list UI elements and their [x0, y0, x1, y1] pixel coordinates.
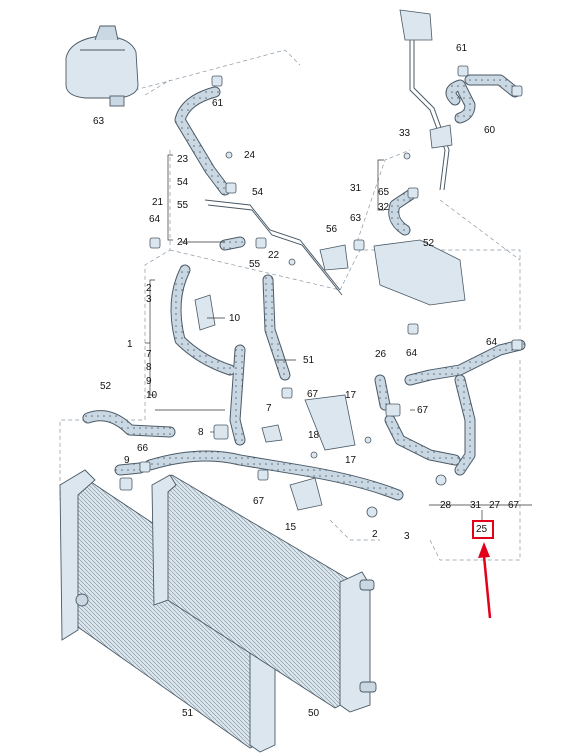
part-label: 61: [212, 98, 224, 109]
part-label: 63: [93, 116, 105, 127]
part-label: 65: [378, 187, 390, 198]
part-label: 15: [285, 522, 297, 533]
part-label: 51: [182, 708, 194, 719]
small-parts: [119, 9, 523, 518]
part-label: 52: [423, 238, 435, 249]
part-label: 3: [404, 531, 410, 542]
part-label: 55: [177, 200, 189, 211]
part-label: 27: [489, 500, 501, 511]
part-label: 24: [244, 150, 256, 161]
red-arrow: [478, 542, 492, 619]
highlight-box: [472, 520, 494, 539]
part-label: 64: [149, 214, 161, 225]
part-label: 7: [146, 349, 152, 360]
part-label: 2: [146, 283, 152, 294]
part-label: 64: [486, 337, 498, 348]
part-label: 60: [484, 125, 496, 136]
part-label: 33: [399, 128, 411, 139]
hoses: [82, 74, 526, 501]
part-label: 9: [124, 455, 130, 466]
part-label: 7: [266, 403, 272, 414]
leader-lines: [145, 154, 532, 520]
part-label: 22: [268, 250, 280, 261]
part-label: 56: [326, 224, 338, 235]
part-label: 31: [470, 500, 482, 511]
part-label: 24: [177, 237, 189, 248]
part-label: 54: [252, 187, 264, 198]
part-label: 67: [417, 405, 429, 416]
part-label: 2: [372, 529, 378, 540]
dashed-leaders: [59, 49, 521, 561]
part-label: 17: [345, 390, 357, 401]
part-label: 63: [350, 213, 362, 224]
part-label: 23: [177, 154, 189, 165]
part-label: 52: [100, 381, 112, 392]
part-label: 17: [345, 455, 357, 466]
expansion-tank-52: [65, 25, 139, 107]
part-label: 31: [350, 183, 362, 194]
part-label: 21: [152, 197, 164, 208]
part-label: 67: [307, 389, 319, 400]
part-label: 54: [177, 177, 189, 188]
part-label: 26: [375, 349, 387, 360]
part-label: 28: [440, 500, 452, 511]
part-label: 10: [146, 390, 158, 401]
pipes: [204, 30, 450, 296]
part-label: 10: [229, 313, 241, 324]
part-label: 64: [406, 348, 418, 359]
part-label: 50: [308, 708, 320, 719]
part-label: 8: [198, 427, 204, 438]
part-label: 9: [146, 376, 152, 387]
part-label: 32: [378, 202, 390, 213]
part-label: 61: [456, 43, 468, 54]
part-label: 1: [127, 339, 133, 350]
part-label: 55: [249, 259, 261, 270]
part-label: 66: [137, 443, 149, 454]
part-label-highlighted: 25: [476, 524, 488, 535]
part-label: 67: [508, 500, 520, 511]
part-label: 18: [308, 430, 320, 441]
part-label: 8: [146, 362, 152, 373]
radiator-50: [151, 474, 377, 713]
part-label: 51: [303, 355, 315, 366]
part-label: 3: [146, 294, 152, 305]
part-label: 67: [253, 496, 265, 507]
